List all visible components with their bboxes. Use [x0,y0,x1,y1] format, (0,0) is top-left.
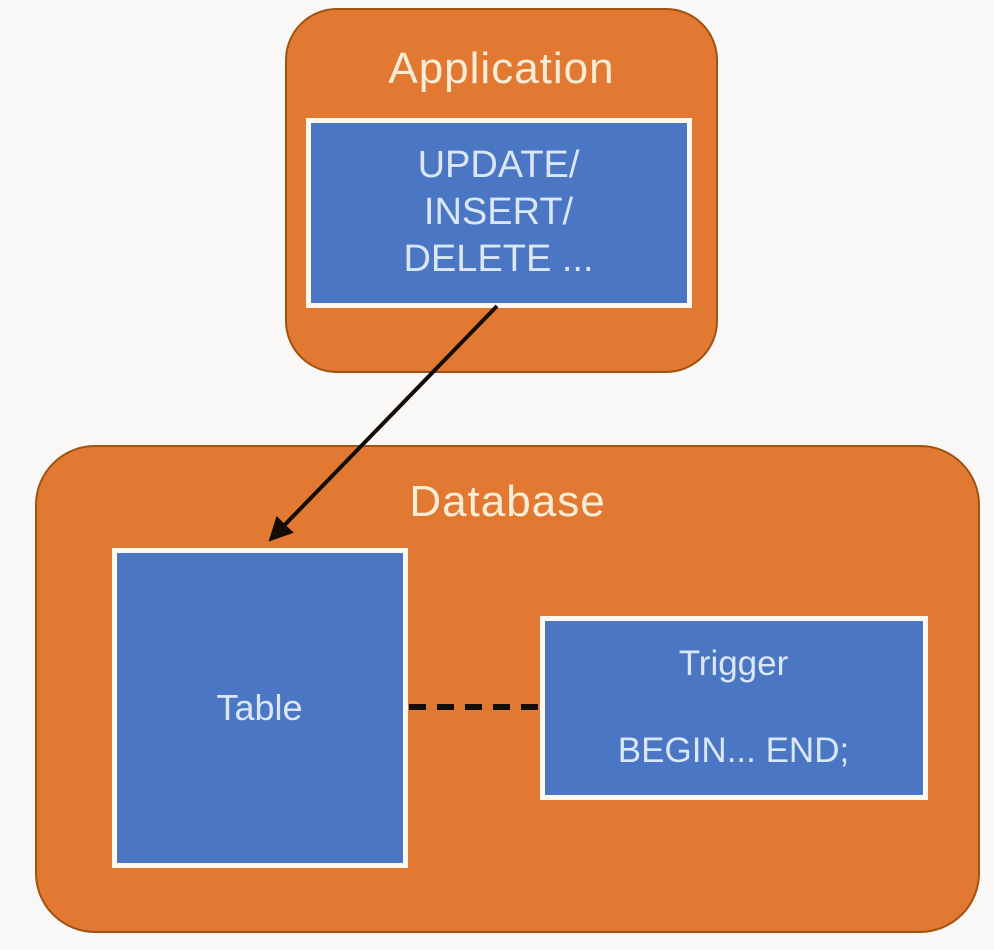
application-title: Application [388,44,615,93]
trigger-title: Trigger [678,644,789,683]
operation-insert-label: INSERT/ [423,191,574,233]
operation-delete-label: DELETE ... [403,238,594,280]
table-label: Table [216,686,303,728]
application-container: Application UPDATE/ INSERT/ DELETE ... [285,8,718,373]
database-container: Database Table Trigger BEGIN... END; [35,445,980,933]
trigger-box: Trigger BEGIN... END; [539,615,928,800]
operation-update-label: UPDATE/ [417,144,580,186]
table-box: Table [111,547,408,868]
trigger-body: BEGIN... END; [617,731,850,770]
database-title: Database [409,477,606,526]
operations-box: UPDATE/ INSERT/ DELETE ... [305,117,692,308]
